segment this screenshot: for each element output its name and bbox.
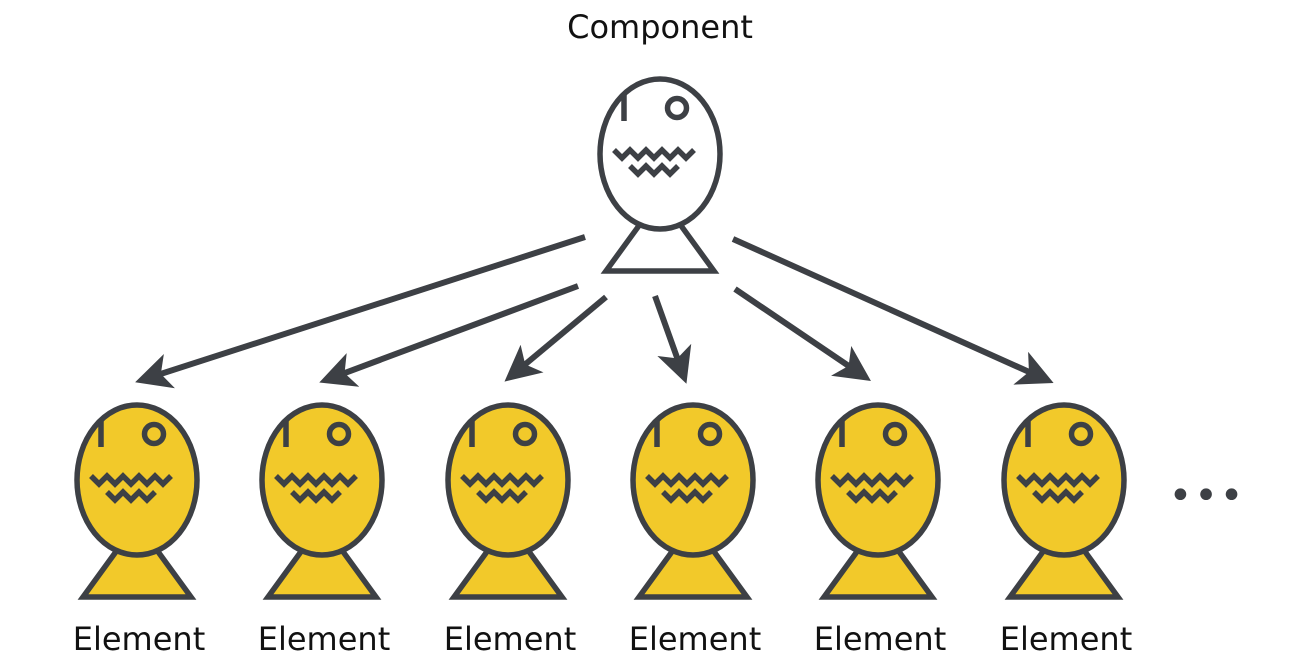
arrow-to-element-1 — [135, 234, 586, 389]
element-4: Element — [629, 405, 761, 658]
element-3: Element — [444, 405, 576, 658]
element-2: Element — [258, 405, 390, 658]
component-label: Component — [567, 8, 753, 46]
element-label: Element — [1000, 620, 1132, 658]
element-label: Element — [73, 620, 205, 658]
element-fish-icon — [633, 405, 753, 597]
element-1: Element — [73, 405, 205, 658]
arrows — [135, 234, 1054, 389]
element-label: Element — [629, 620, 761, 658]
element-label: Element — [258, 620, 390, 658]
arrow-to-element-3 — [504, 294, 608, 382]
element-6: Element — [1000, 405, 1132, 658]
arrow-to-element-4 — [652, 294, 692, 384]
element-fish-icon — [262, 405, 382, 597]
element-label: Element — [444, 620, 576, 658]
element-label: Element — [814, 620, 946, 658]
more-elements-ellipsis: ••• — [1169, 473, 1246, 519]
element-5: Element — [814, 405, 946, 658]
element-fish-icon — [448, 405, 568, 597]
arrow-to-element-2 — [319, 283, 580, 387]
arrow-to-element-5 — [733, 286, 871, 382]
element-fish-icon — [1004, 405, 1124, 597]
element-fish-icon — [77, 405, 197, 597]
element-fish-icon — [818, 405, 938, 597]
arrow-to-element-6 — [731, 236, 1054, 385]
component-fish-icon — [600, 79, 720, 271]
